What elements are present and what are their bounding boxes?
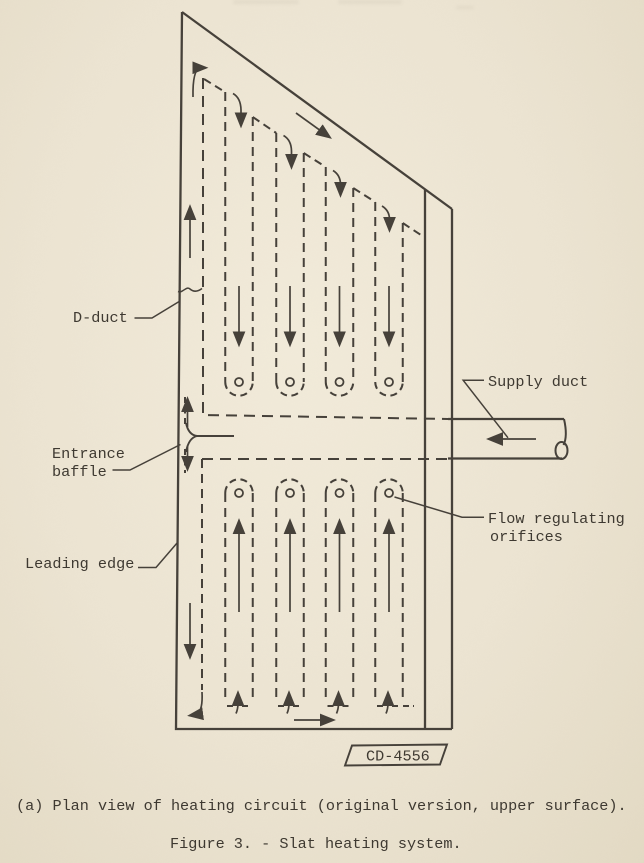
leading-edge-leader: [138, 542, 179, 569]
bottom-left-turn-arrow: [187, 691, 204, 721]
upper-orifices: [234, 377, 394, 387]
lower-passages: [183, 459, 414, 727]
bottom-entry-up-arrow: [231, 690, 245, 714]
entrance-baffle: [181, 396, 234, 473]
baffle-splitter: [185, 422, 234, 453]
subcaption-text: (a) Plan view of heating circuit (origin…: [16, 797, 627, 815]
upper-passage-u-bends: [224, 381, 404, 397]
bottom-entry-up-arrow: [332, 690, 345, 714]
label-entrance: Entrance: [52, 445, 125, 463]
bottom-entry-up-arrow: [282, 690, 296, 714]
figure-caption-text: Figure 3. - Slat heating system.: [170, 835, 462, 853]
supply-duct-pipe: [448, 417, 569, 460]
label-supply-duct: Supply duct: [488, 373, 588, 391]
label-flow-regulating: Flow regulating: [488, 510, 625, 528]
d-duct-break-squiggle: [177, 287, 203, 293]
d-duct-leader: [134, 300, 181, 319]
captions: (a) Plan view of heating circuit (origin…: [16, 797, 627, 853]
orifice-icon: [285, 488, 295, 498]
passage-entry-arrow: [332, 169, 347, 198]
cd-number: CD-4556: [366, 748, 430, 766]
orifice-icon: [234, 488, 244, 498]
orifice-icon: [334, 488, 345, 498]
bleed-through-smudge: [233, 0, 474, 9]
top-turn-arrow: [192, 61, 209, 98]
orifice-icon: [334, 377, 345, 387]
drawing-number-box: CD-4556: [343, 743, 449, 767]
slat-outline: [174, 11, 454, 731]
supply-plenum: [202, 78, 449, 460]
header-diagonal-arrow: [295, 112, 332, 139]
label-baffle: baffle: [52, 463, 107, 481]
lower-orifices: [234, 488, 394, 498]
upper-header-steps: [203, 78, 425, 238]
flow-orifices-leader: [394, 496, 484, 518]
orifice-icon: [285, 377, 295, 387]
passage-entry-arrow: [381, 205, 396, 233]
label-d-duct: D-duct: [73, 309, 128, 327]
slanted-tip-edge-line: [181, 11, 453, 210]
lower-passage-walls: [224, 493, 404, 699]
lower-flow-arrows: [183, 518, 396, 727]
upper-flow-arrows: [183, 61, 396, 348]
label-orifices: orifices: [490, 528, 563, 546]
orifice-icon: [384, 488, 394, 498]
d-duct-wall-and-plenum-top-dashed: [202, 78, 449, 420]
upper-passages: [183, 61, 425, 397]
cd-parallelogram: [343, 743, 449, 767]
orifice-icon: [384, 377, 394, 387]
entrance-baffle-leader: [112, 443, 181, 471]
labels: D-duct Entrance baffle Leading edge Supp…: [25, 309, 625, 573]
supply-duct-leader: [461, 379, 509, 439]
bottom-entry-up-arrow: [381, 690, 395, 714]
leader-lines: [112, 287, 509, 569]
passage-entry-arrow: [232, 92, 248, 129]
passage-entry-arrow: [283, 134, 298, 170]
leading-edge-and-bottom-line: [174, 11, 452, 731]
orifice-icon: [234, 377, 244, 387]
label-leading-edge: Leading edge: [25, 555, 134, 573]
pipe-end-curl: [554, 441, 569, 460]
lower-passage-arch-bends: [224, 478, 404, 494]
upper-passage-walls: [224, 92, 404, 382]
